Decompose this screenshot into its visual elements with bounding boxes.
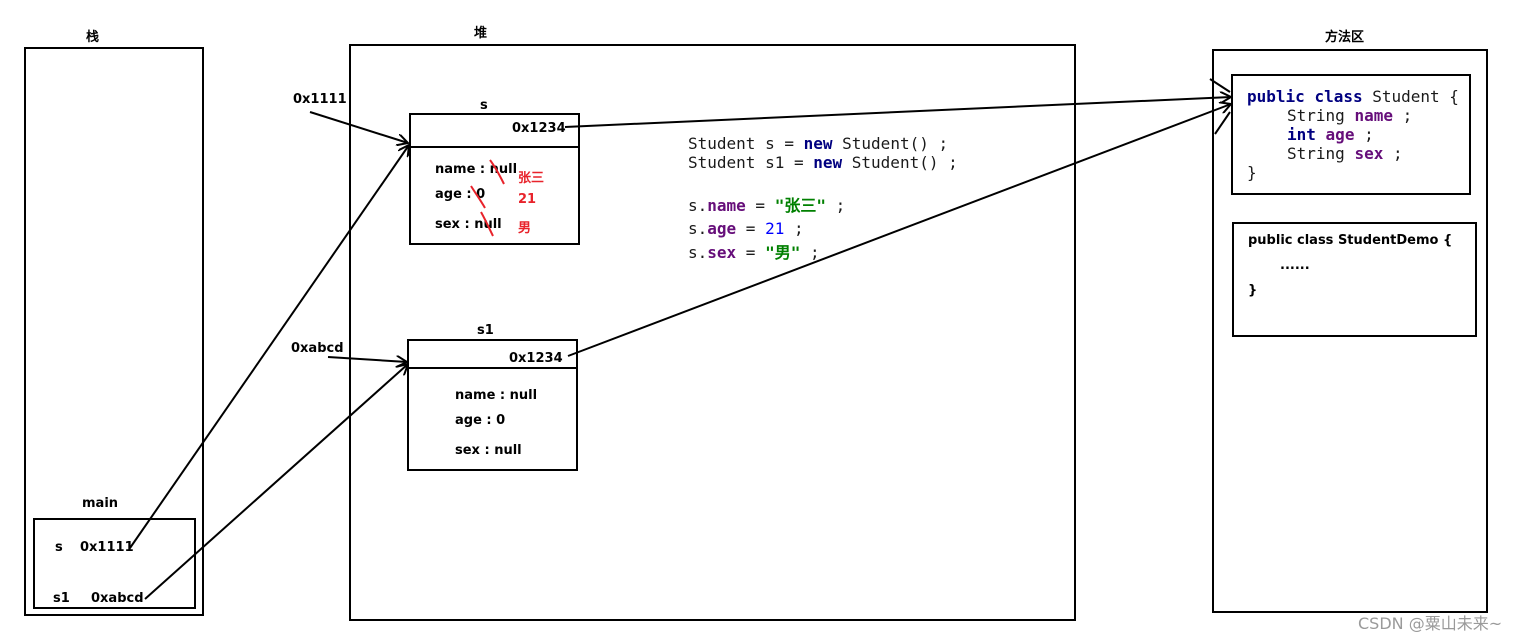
field-name: age (1325, 125, 1355, 144)
student-field-name: String name ; (1287, 106, 1412, 125)
field-end: ; (1383, 144, 1403, 163)
object-s1-title: s1 (477, 323, 494, 338)
arrow-stack-s-to-object-s (129, 145, 409, 549)
object-s-new-name: 张三 (518, 171, 545, 186)
field-name: name (1354, 106, 1393, 125)
arrow-stack-s1-to-object-s1 (144, 364, 408, 600)
code-op: = (736, 243, 766, 262)
object-s1-address-label: 0xabcd (291, 341, 344, 356)
code-keyword-class: class (1314, 87, 1363, 106)
heap-region (349, 44, 1076, 621)
object-s-address-label: 0x1111 (293, 92, 347, 107)
object-s1-divider (409, 367, 576, 369)
bracket-mark-bottom (1214, 111, 1231, 135)
code-type: Student (688, 153, 756, 172)
stack-var-s-name: s (55, 540, 63, 555)
object-s-box (409, 113, 580, 245)
code-type: Student (688, 134, 756, 153)
stack-var-s1-value: 0xabcd (91, 591, 144, 606)
object-s-divider (411, 146, 578, 148)
student-class-close: } (1247, 163, 1257, 182)
object-s-header: 0x1234 (512, 121, 566, 136)
code-keyword-new: new (813, 153, 843, 172)
method-area-title: 方法区 (1325, 30, 1365, 45)
student-field-age: int age ; (1287, 125, 1374, 144)
code-op: = (736, 219, 766, 238)
stack-title: 栈 (86, 30, 100, 45)
code-var: s1 = (755, 153, 814, 172)
main-frame-title: main (82, 496, 119, 511)
method-area-region (1212, 49, 1488, 613)
class-name: Student { (1362, 87, 1459, 106)
code-keyword-public: public (1247, 87, 1305, 106)
code-end: ; (784, 219, 804, 238)
code-value: "男" (765, 243, 801, 262)
object-s1-header: 0x1234 (509, 351, 563, 366)
main-frame (33, 518, 196, 609)
student-class-box (1231, 74, 1471, 195)
code-ctor: Student() ; (842, 153, 958, 172)
code-assign-age: s.age = 21 ; (688, 219, 804, 238)
field-name: sex (1354, 144, 1384, 163)
arrow-label-0x1111-to-object-s (309, 111, 408, 143)
arrow-label-0xabcd-to-object-s1 (327, 357, 407, 362)
code-op: = (745, 196, 775, 215)
strike-sex-null (480, 211, 494, 237)
stack-region (24, 47, 204, 616)
object-s1-field-sex: sex : null (455, 443, 522, 458)
object-s1-field-name: name : null (455, 388, 538, 403)
code-ctor: Student() ; (832, 134, 949, 153)
bracket-mark-top (1209, 78, 1231, 93)
field-type: String (1287, 106, 1345, 125)
field-end: ; (1392, 106, 1413, 125)
demo-class-box (1232, 222, 1477, 337)
object-s-field-name: name : null (435, 162, 518, 177)
code-line-new-s: Student s = new Student() ; (688, 134, 948, 153)
demo-class-body: ...... (1280, 258, 1310, 273)
code-field: name (707, 196, 746, 215)
object-s1-field-age: age : 0 (455, 413, 506, 428)
object-s-title: s (480, 98, 488, 113)
arrow-object-s1-to-student-class (567, 104, 1231, 357)
arrow-object-s-to-student-class (564, 97, 1231, 128)
field-type: int (1287, 125, 1316, 144)
strike-age-zero (470, 185, 486, 209)
object-s-new-age: 21 (518, 192, 537, 207)
object-s1-box (407, 339, 578, 471)
strike-name-null (489, 159, 505, 185)
student-field-sex: String sex ; (1287, 144, 1403, 163)
demo-class-close: } (1248, 283, 1258, 298)
code-obj: s. (688, 219, 708, 238)
object-s-new-sex: 男 (518, 221, 532, 236)
code-end: ; (825, 196, 846, 215)
code-value: 21 (765, 219, 785, 238)
heap-title: 堆 (474, 26, 488, 41)
field-end: ; (1354, 125, 1374, 144)
code-line-new-s1: Student s1 = new Student() ; (688, 153, 958, 172)
code-field: sex (707, 243, 737, 262)
watermark: CSDN @粟山未来~ (1358, 614, 1503, 633)
code-value: "张三" (774, 196, 826, 215)
field-type: String (1287, 144, 1345, 163)
code-assign-name: s.name = "张三" ; (688, 196, 845, 215)
code-obj: s. (688, 243, 708, 262)
code-field: age (707, 219, 737, 238)
stack-var-s1-name: s1 (53, 591, 70, 606)
object-s-field-age: age : 0 (435, 187, 486, 202)
stack-var-s-value: 0x1111 (80, 540, 134, 555)
code-end: ; (800, 243, 820, 262)
student-class-header: public class Student { (1247, 87, 1459, 106)
code-obj: s. (688, 196, 708, 215)
code-assign-sex: s.sex = "男" ; (688, 243, 820, 262)
code-var: s = (755, 134, 804, 153)
code-keyword-new: new (803, 134, 833, 153)
demo-class-header: public class StudentDemo { (1248, 233, 1453, 248)
